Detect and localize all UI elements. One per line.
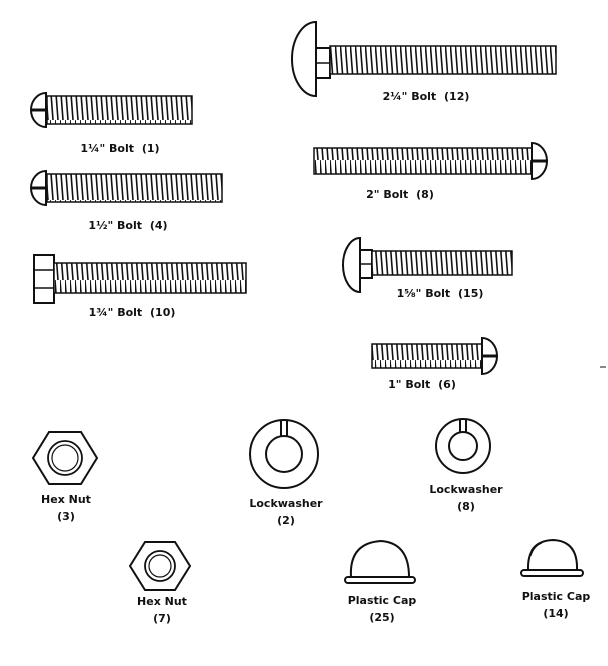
hex-nut-7: Hex Nut (7) bbox=[128, 541, 192, 625]
round-head-bolt-icon bbox=[30, 91, 193, 129]
bolt-1-quarter: 1¼" Bolt (1) bbox=[30, 91, 193, 155]
part-qty: (3) bbox=[57, 510, 75, 523]
part-name: 2¼" Bolt bbox=[383, 90, 437, 103]
svg-text:2¼" Bolt (12): 2¼" Bolt (12) bbox=[383, 90, 470, 103]
part-qty: (2) bbox=[277, 514, 295, 527]
svg-text:1½" Bolt (4): 1½" Bolt (4) bbox=[88, 219, 167, 232]
bolt-1-half: 1½" Bolt (4) bbox=[30, 169, 223, 232]
part-name: 1½" Bolt bbox=[88, 219, 142, 232]
plastic-cap-icon bbox=[344, 539, 416, 584]
part-name: 1" Bolt bbox=[388, 378, 430, 391]
part-qty: (6) bbox=[438, 378, 456, 391]
svg-text:1¾" Bolt (10): 1¾" Bolt (10) bbox=[89, 306, 176, 319]
lockwasher-2: Lockwasher (2) bbox=[249, 419, 323, 527]
round-head-bolt-icon bbox=[30, 169, 223, 207]
hex-nut-icon bbox=[31, 431, 99, 485]
part-qty: (12) bbox=[444, 90, 469, 103]
part-qty: (8) bbox=[457, 500, 475, 513]
part-qty: (4) bbox=[150, 219, 168, 232]
bolt-1-three-quarter: 1¾" Bolt (10) bbox=[33, 254, 247, 319]
part-name: Lockwasher bbox=[249, 497, 323, 510]
part-name: 1¼" Bolt bbox=[80, 142, 134, 155]
bolt-1-five-eighths: 1⅝" Bolt (15) bbox=[342, 236, 513, 300]
plastic-cap-14: Plastic Cap (14) bbox=[520, 538, 591, 620]
part-name: 1¾" Bolt bbox=[89, 306, 143, 319]
part-name: 2" Bolt bbox=[366, 188, 408, 201]
carriage-bolt-icon bbox=[291, 20, 557, 98]
part-qty: (8) bbox=[416, 188, 434, 201]
bolt-2-quarter: 2¼" Bolt (12) bbox=[291, 20, 557, 103]
hex-nut-icon bbox=[128, 541, 192, 591]
round-head-bolt-icon bbox=[313, 141, 548, 181]
part-name: Plastic Cap bbox=[348, 594, 417, 607]
part-name: Plastic Cap bbox=[522, 590, 591, 603]
hex-nut-3: Hex Nut (3) bbox=[31, 431, 99, 523]
part-name: Lockwasher bbox=[429, 483, 503, 496]
lockwasher-8: Lockwasher (8) bbox=[429, 418, 503, 513]
lockwasher-icon bbox=[435, 418, 491, 474]
part-qty: (1) bbox=[142, 142, 160, 155]
plastic-cap-25: Plastic Cap (25) bbox=[344, 539, 417, 624]
svg-text:1⅝" Bolt (15): 1⅝" Bolt (15) bbox=[397, 287, 484, 300]
part-qty: (14) bbox=[543, 607, 568, 620]
part-name: Hex Nut bbox=[41, 493, 91, 506]
hex-head-bolt-icon bbox=[33, 254, 247, 304]
part-qty: (25) bbox=[369, 611, 394, 624]
part-name: Hex Nut bbox=[137, 595, 187, 608]
lockwasher-icon bbox=[249, 419, 319, 489]
svg-text:2" Bolt (8): 2" Bolt (8) bbox=[366, 188, 434, 201]
carriage-bolt-icon bbox=[342, 236, 513, 294]
part-qty: (7) bbox=[153, 612, 171, 625]
svg-text:1" Bolt (6): 1" Bolt (6) bbox=[388, 378, 456, 391]
part-qty: (15) bbox=[458, 287, 483, 300]
part-name: 1⅝" Bolt bbox=[397, 287, 451, 300]
part-qty: (10) bbox=[150, 306, 175, 319]
plastic-cap-icon bbox=[520, 538, 584, 577]
round-head-bolt-icon bbox=[371, 336, 498, 376]
svg-text:1¼" Bolt (1): 1¼" Bolt (1) bbox=[80, 142, 159, 155]
bolt-2-inch: 2" Bolt (8) bbox=[313, 141, 548, 201]
bolt-1-inch: 1" Bolt (6) bbox=[371, 336, 498, 391]
